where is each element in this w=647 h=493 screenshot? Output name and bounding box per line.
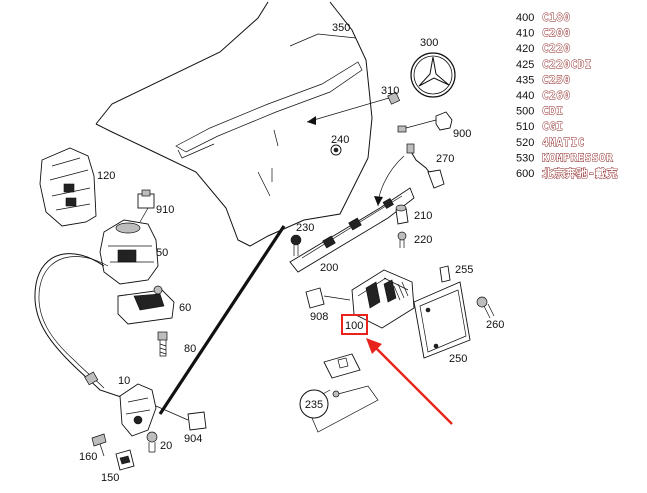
legend-badge: C260	[542, 89, 571, 102]
lock-actuator-50[interactable]	[99, 219, 159, 285]
clip-240[interactable]	[330, 144, 342, 156]
legend-row: 600 北京奔驰-戴克	[516, 166, 618, 181]
red-pointer-arrow	[366, 338, 453, 425]
callout-210: 210	[414, 210, 432, 222]
legend-row: 420 C220	[516, 42, 571, 56]
callout-220: 220	[414, 234, 432, 246]
legend-row: 400 C180	[516, 11, 571, 25]
legend-code: 400	[516, 12, 534, 24]
connector-904[interactable]	[155, 405, 207, 431]
callout-60: 60	[179, 302, 191, 314]
connector-900[interactable]	[397, 111, 453, 133]
highlight-100[interactable]: 100	[341, 314, 368, 335]
legend-badge: CGI	[542, 120, 563, 133]
bolt-80[interactable]	[157, 331, 168, 357]
callout-908: 908	[310, 311, 328, 323]
legend-badge: 4MATIC	[542, 136, 585, 149]
callout-10: 10	[118, 375, 130, 387]
screw-20[interactable]	[146, 431, 158, 453]
connector-908[interactable]	[305, 287, 351, 309]
lock-housing-60[interactable]	[117, 285, 175, 325]
callout-50: 50	[156, 247, 168, 259]
callout-235-circle: 235	[299, 389, 329, 419]
legend-row: 410 C200	[516, 26, 571, 40]
callout-260: 260	[486, 319, 504, 331]
latch-10[interactable]	[119, 383, 157, 437]
clip-255[interactable]	[439, 265, 451, 283]
callout-100: 100	[345, 320, 363, 332]
connector-910[interactable]	[137, 189, 155, 223]
legend-badge: KOMPRESSOR	[542, 151, 613, 164]
callout-900: 900	[453, 128, 471, 140]
callout-310: 310	[381, 85, 399, 97]
callout-labels: 350 300 310 240 900 270 120 910 50 230 2…	[79, 22, 504, 484]
legend-code: 600	[516, 168, 534, 180]
legend-badge: C250	[542, 73, 571, 86]
legend-code: 440	[516, 90, 534, 102]
legend-row: 520 4MATIC	[516, 135, 585, 149]
harness-270[interactable]	[374, 143, 445, 207]
callout-80: 80	[184, 343, 196, 355]
license-plate-250[interactable]	[413, 281, 471, 359]
callout-250: 250	[449, 353, 467, 365]
callout-120: 120	[97, 170, 115, 182]
legend-code: 410	[516, 28, 534, 40]
callout-160: 160	[79, 451, 97, 463]
callout-200: 200	[320, 262, 338, 274]
bulb-210[interactable]	[395, 204, 409, 225]
legend-code: 520	[516, 137, 534, 149]
legend-badge: C220CDI	[542, 58, 592, 71]
leader-310	[306, 97, 390, 123]
screw-260[interactable]	[476, 296, 495, 319]
legend-row: 435 C250	[516, 73, 571, 87]
legend-code: 435	[516, 74, 534, 86]
kit-235[interactable]	[307, 353, 379, 433]
legend-code: 530	[516, 152, 534, 164]
legend-code: 425	[516, 59, 534, 71]
badge-legend: 400 C180 410 C200 420 C220 425 C220CDI 435 C250 44…	[516, 11, 618, 181]
star-emblem-300[interactable]	[410, 52, 456, 98]
callout-350: 350	[332, 22, 350, 34]
bolt-230[interactable]	[290, 234, 302, 256]
callout-150: 150	[101, 472, 119, 484]
callout-235: 235	[305, 399, 323, 411]
callout-910: 910	[156, 204, 174, 216]
callout-270: 270	[436, 153, 454, 165]
screw-220[interactable]	[397, 231, 407, 248]
callout-300: 300	[420, 37, 438, 49]
release-rod	[158, 225, 286, 415]
clip-150[interactable]	[115, 449, 135, 471]
legend-row: 440 C260	[516, 89, 571, 103]
bracket-120[interactable]	[39, 147, 97, 227]
callout-904: 904	[184, 433, 202, 445]
legend-badge: C200	[542, 27, 571, 40]
legend-badge: C180	[542, 11, 571, 24]
callout-240: 240	[331, 134, 349, 146]
bolt-310[interactable]	[387, 91, 401, 105]
legend-badge: 北京奔驰-戴克	[542, 166, 618, 180]
trunk-lid	[95, 1, 373, 247]
legend-code: 500	[516, 106, 534, 118]
callout-255: 255	[455, 264, 473, 276]
screw-160[interactable]	[91, 433, 107, 457]
legend-row: 510 CGI	[516, 120, 563, 134]
legend-row: 425 C220CDI	[516, 57, 592, 71]
switch-assembly-100[interactable]	[351, 269, 415, 329]
callout-230: 230	[296, 222, 314, 234]
legend-row: 500 CDI	[516, 104, 563, 118]
legend-code: 420	[516, 43, 534, 55]
legend-badge: C220	[542, 42, 571, 55]
legend-row: 530 KOMPRESSOR	[516, 151, 613, 165]
legend-badge: CDI	[542, 105, 563, 118]
callout-20: 20	[160, 440, 172, 452]
light-bar-200[interactable]	[289, 187, 415, 273]
legend-code: 510	[516, 121, 534, 133]
